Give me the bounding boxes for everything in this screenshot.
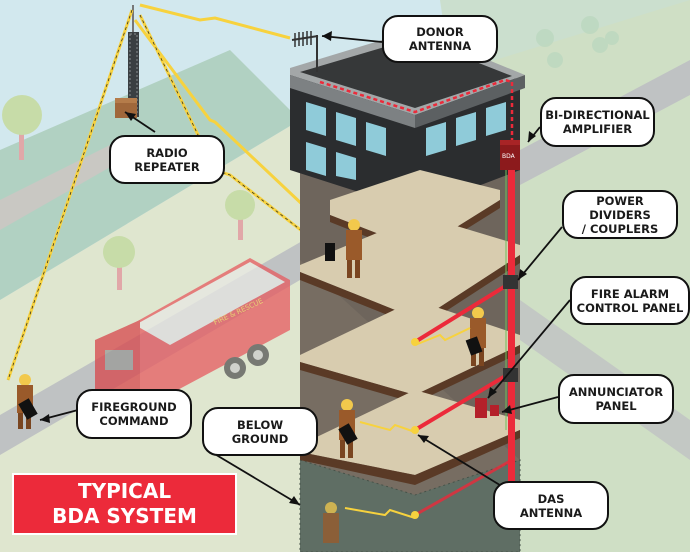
donor-antenna (291, 31, 319, 72)
diagram-title: TYPICAL BDA SYSTEM (12, 473, 237, 535)
building: BDA (290, 30, 525, 552)
tree-left (2, 95, 42, 160)
bda-unit-label: BDA (502, 153, 516, 160)
title-line-2: BDA SYSTEM (52, 504, 197, 528)
radio (18, 398, 38, 420)
fire-truck: FIRE & RESCUE (95, 258, 290, 410)
callout-arrows (39, 35, 571, 506)
firefighter-below-ground (323, 502, 339, 543)
coupler (503, 275, 518, 289)
callout-fire-alarm-control-panel: FIRE ALARM CONTROL PANEL (570, 276, 690, 325)
firefighter-fireground (17, 374, 38, 429)
windows (306, 102, 506, 180)
annunciator-panel (490, 405, 499, 416)
firefighter (338, 399, 358, 458)
radio (465, 336, 483, 356)
fire-alarm-panel (475, 398, 487, 418)
callout-bi-directional-amplifier: BI-DIRECTIONAL AMPLIFIER (540, 97, 655, 147)
trees-far-right (536, 16, 619, 68)
radio-tower (115, 5, 139, 118)
callout-donor-antenna: DONOR ANTENNA (382, 15, 498, 63)
callout-das-antenna: DAS ANTENNA (493, 481, 609, 530)
riser-cable (508, 150, 515, 525)
das-signals (344, 327, 471, 519)
tree-mid (225, 190, 255, 240)
coupler (503, 368, 518, 382)
arrowheads (40, 31, 536, 505)
path (0, 140, 140, 230)
title-line-1: TYPICAL (77, 479, 172, 503)
callout-below-ground: BELOW GROUND (202, 407, 318, 456)
radio (338, 423, 358, 445)
callout-fireground-command: FIREGROUND COMMAND (76, 389, 192, 439)
tree-truck (103, 236, 135, 290)
firefighter (465, 307, 486, 366)
firefighter (325, 219, 362, 278)
bda-unit (500, 140, 520, 170)
radio (325, 243, 335, 261)
callout-radio-repeater: RADIO REPEATER (109, 135, 225, 184)
callout-annunciator-panel: ANNUNCIATOR PANEL (558, 374, 674, 424)
callout-power-dividers: POWER DIVIDERS / COUPLERS (562, 190, 678, 239)
